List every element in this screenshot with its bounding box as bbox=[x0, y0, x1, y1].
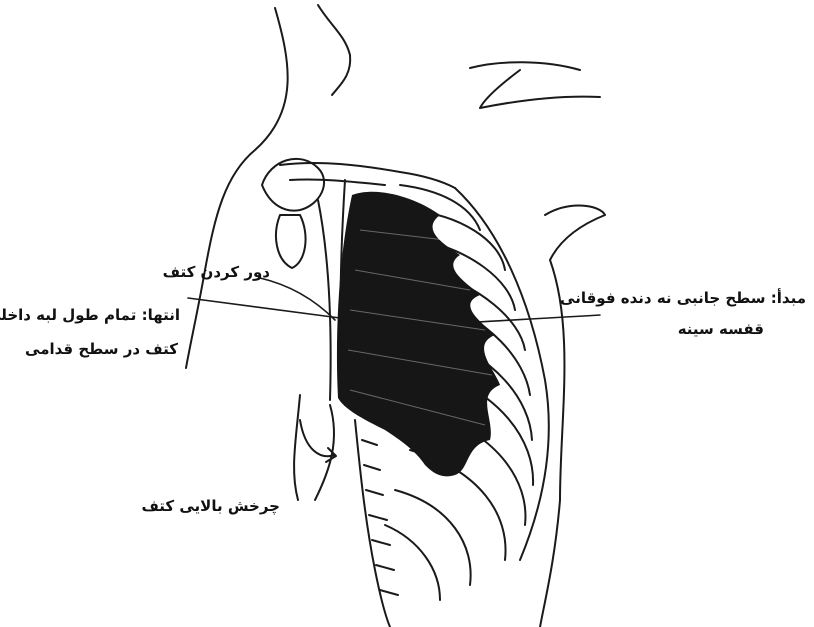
jaw-outline bbox=[470, 62, 600, 108]
neck-outline bbox=[318, 5, 350, 95]
insertion-label-line2: کتف در سطح قدامی bbox=[25, 340, 178, 358]
upward-rotation-label: چرخش بالایی کتف bbox=[141, 497, 280, 515]
acromion bbox=[262, 159, 324, 211]
abduction-label: دور کردن کتف bbox=[163, 263, 270, 281]
rib-11 bbox=[385, 525, 440, 600]
serratus-anterior-muscle bbox=[337, 192, 500, 477]
abduction-leader bbox=[260, 278, 335, 320]
shoulder-outline bbox=[186, 8, 288, 368]
origin-label-line2: قفسه سینه bbox=[678, 320, 764, 338]
insertion-leader bbox=[188, 298, 340, 318]
origin-label-line1: مبدأ: سطح جانبی نه دنده فوقانی bbox=[560, 289, 806, 307]
insertion-label-line1: انتها: تمام طول لبه داخلی bbox=[0, 306, 180, 324]
vertebrae bbox=[362, 440, 398, 595]
torso-outline bbox=[540, 206, 605, 627]
clavicle bbox=[280, 163, 455, 188]
coracoid bbox=[276, 215, 306, 268]
spine bbox=[355, 420, 390, 627]
